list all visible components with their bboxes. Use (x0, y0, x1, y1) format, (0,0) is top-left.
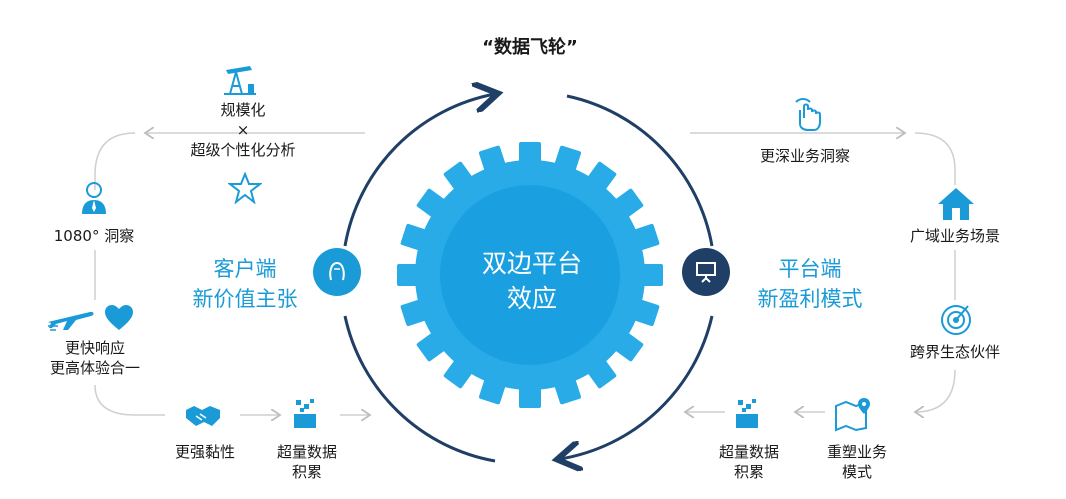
radar-icon (941, 305, 971, 335)
airplane-icon (48, 311, 94, 331)
presentation-board-icon (696, 262, 716, 283)
right-hub-line-1: 平台端 (778, 257, 842, 281)
reshape-line-2: 模式 (841, 463, 872, 481)
center-line-2: 效应 (506, 284, 557, 313)
businessman-icon (82, 182, 106, 214)
house-icon (938, 188, 974, 220)
heart-icon (105, 305, 133, 330)
flywheel-ring (343, 94, 714, 461)
scale-line-1: 规模化 (220, 101, 266, 119)
scale-line-2: × (236, 121, 250, 139)
insight-node: 1080° 洞察 (53, 227, 135, 245)
data-cube-icon (736, 399, 758, 428)
deeper-insight-node: 更深业务洞察 (759, 147, 850, 165)
person-face-icon (329, 261, 345, 281)
diagram-title: “数据飞轮” (482, 37, 578, 58)
left-data-line-1: 超量数据 (276, 443, 337, 461)
scale-node: 规模化 × 超级个性化分析 (168, 100, 318, 160)
ecosystem-node: 跨界生态伙伴 (909, 343, 1000, 361)
right-hub-label: 平台端 新盈利模式 (745, 254, 875, 314)
response-line-2: 更高体验合一 (49, 359, 140, 377)
right-flow-line (685, 133, 956, 412)
scenario-node: 广域业务场景 (909, 227, 1000, 245)
left-hub-line-2: 新价值主张 (192, 287, 298, 311)
oil-pump-icon (224, 66, 256, 95)
center-line-1: 双边平台 (481, 249, 582, 278)
right-hub-line-2: 新盈利模式 (757, 287, 863, 311)
left-hub-circle (313, 248, 361, 296)
right-data-node: 超量数据 积累 (704, 442, 794, 482)
hand-swipe-icon (795, 98, 821, 131)
response-line-1: 更快响应 (64, 339, 125, 357)
stickiness-node: 更强黏性 (174, 443, 235, 461)
left-flow-line (94, 133, 370, 415)
reshape-node: 重塑业务 模式 (812, 442, 902, 482)
left-data-node: 超量数据 积累 (262, 442, 352, 482)
reshape-line-1: 重塑业务 (826, 443, 887, 461)
scale-line-3: 超级个性化分析 (190, 141, 296, 159)
right-data-line-2: 积累 (733, 463, 764, 481)
gear-icon (397, 142, 663, 408)
data-cube-icon (294, 399, 316, 428)
star-icon (228, 172, 262, 204)
left-data-line-2: 积累 (291, 463, 322, 481)
right-data-line-1: 超量数据 (718, 443, 779, 461)
left-hub-line-1: 客户端 (213, 257, 277, 281)
handshake-icon (186, 406, 220, 426)
left-hub-label: 客户端 新价值主张 (185, 254, 305, 314)
map-pin-icon (835, 398, 870, 432)
response-node: 更快响应 更高体验合一 (40, 338, 150, 378)
center-label: 双边平台 效应 (452, 246, 612, 316)
right-hub-circle (682, 248, 730, 296)
